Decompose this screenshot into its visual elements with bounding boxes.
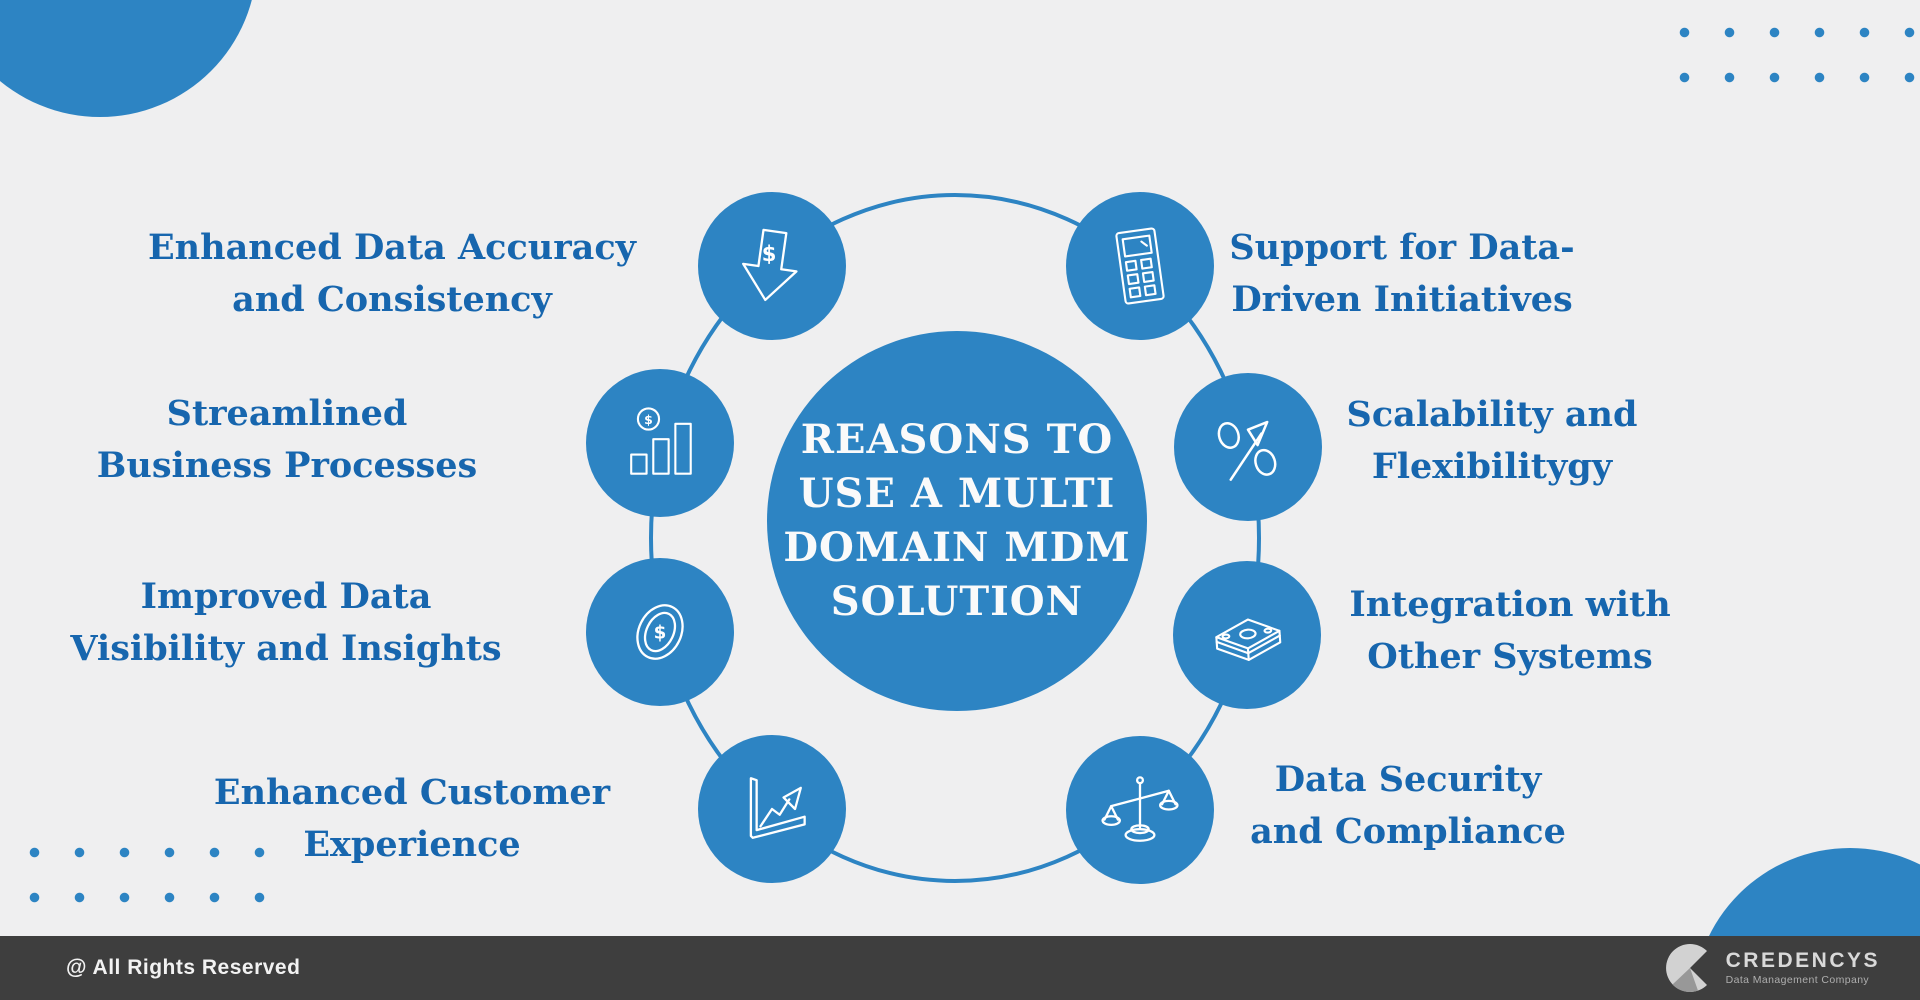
label-line: Business Processes — [96, 445, 478, 486]
center-title-line: USE A MULTI — [798, 470, 1116, 517]
reason-label-streamlined-business: Streamlined Business Processes — [97, 388, 477, 492]
label-line: Enhanced Data Accuracy — [148, 227, 636, 268]
label-line: and Compliance — [1250, 811, 1566, 852]
icon-circle-data-security — [1066, 736, 1214, 884]
reason-label-enhanced-customer: Enhanced Customer Experience — [214, 767, 610, 871]
growth-chart-icon — [749, 777, 806, 839]
calculator-icon — [1115, 227, 1165, 305]
brand-tagline: Data Management Company — [1725, 973, 1870, 986]
label-line: and Consistency — [232, 279, 552, 320]
icon-circle-enhanced-customer — [698, 735, 846, 883]
reason-label-support-data-driven: Support for Data- Driven Initiatives — [1229, 222, 1574, 326]
icon-circle-enhanced-data-accuracy: $ — [698, 192, 846, 340]
reason-label-integration-systems: Integration with Other Systems — [1349, 579, 1670, 683]
label-line: Streamlined — [166, 393, 408, 434]
icon-circle-scalability-flexibility — [1174, 373, 1322, 521]
label-line: Experience — [303, 824, 521, 865]
dollar-coin-icon: $ — [636, 604, 684, 660]
reason-label-data-security: Data Security and Compliance — [1250, 754, 1566, 858]
icon-circle-integration-systems — [1173, 561, 1321, 709]
label-line: Enhanced Customer — [213, 772, 611, 813]
center-title-line: REASONS TO — [800, 416, 1114, 463]
svg-text:$: $ — [654, 623, 667, 644]
decorative-dots-top-right — [1662, 10, 1920, 100]
decorative-dots-bottom-left — [12, 830, 282, 920]
reason-label-enhanced-data-accuracy: Enhanced Data Accuracy and Consistency — [148, 222, 636, 326]
brand-text-block: CREDENCYS Data Management Company — [1726, 950, 1880, 985]
label-line: Driven Initiatives — [1231, 279, 1573, 320]
label-line: Improved Data — [140, 576, 432, 617]
svg-text:$: $ — [644, 412, 653, 427]
label-line: Data Security — [1274, 759, 1542, 800]
icon-circle-support-data-driven — [1066, 192, 1214, 340]
center-title-line: SOLUTION — [830, 578, 1084, 625]
label-line: Integration with — [1349, 584, 1671, 625]
reason-label-improved-visibility: Improved Data Visibility and Insights — [70, 571, 501, 675]
center-title-line: DOMAIN MDM — [783, 524, 1131, 571]
icon-circle-improved-visibility: $ — [586, 558, 734, 706]
percent-growth-arrow-icon — [1217, 420, 1277, 481]
brand-name: CREDENCYS — [1725, 949, 1880, 973]
credencys-pie-logo-icon — [1665, 944, 1707, 992]
center-title-circle: REASONS TO USE A MULTI DOMAIN MDM SOLUTI… — [767, 331, 1147, 711]
reason-label-scalability-flexibility: Scalability and Flexibilitygy — [1347, 389, 1638, 493]
label-line: Visibility and Insights — [70, 628, 502, 669]
icon-circle-streamlined-business: $ — [586, 369, 734, 517]
label-line: Other Systems — [1367, 636, 1653, 677]
label-line: Scalability and — [1346, 394, 1638, 435]
down-arrow-dollar-icon: $ — [742, 228, 798, 302]
footer-bar: @ All Rights Reserved CREDENCYS Data Man… — [0, 936, 1920, 1000]
brand-logo: CREDENCYS Data Management Company — [1664, 942, 1880, 994]
svg-text:$: $ — [762, 241, 777, 266]
money-stack-icon — [1215, 618, 1282, 661]
balance-scale-icon — [1101, 776, 1179, 842]
label-line: Flexibilitygy — [1371, 446, 1613, 487]
bar-chart-coin-icon: $ — [630, 407, 692, 475]
label-line: Support for Data- — [1229, 227, 1575, 268]
copyright-text: @ All Rights Reserved — [66, 956, 301, 979]
decorative-circle-top-left — [0, 0, 257, 117]
